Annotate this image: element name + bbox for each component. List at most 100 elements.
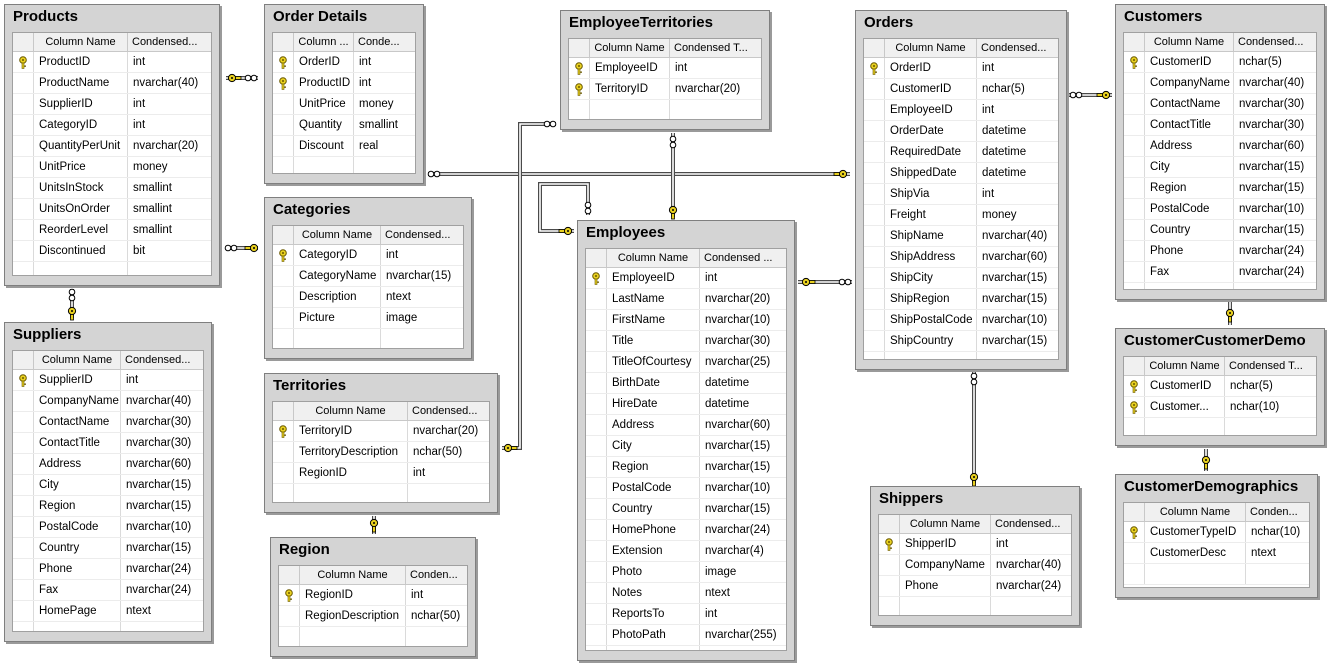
row-selector[interactable] bbox=[1124, 115, 1145, 135]
row-selector[interactable] bbox=[273, 463, 294, 483]
empty-row[interactable] bbox=[273, 329, 463, 348]
row-selector[interactable] bbox=[864, 352, 885, 359]
empty-row[interactable] bbox=[864, 352, 1058, 359]
table-title[interactable]: Orders bbox=[864, 14, 914, 31]
row-selector[interactable] bbox=[864, 58, 885, 78]
row-selector[interactable] bbox=[1124, 376, 1145, 396]
row-selector[interactable] bbox=[864, 268, 885, 288]
row-selector[interactable] bbox=[879, 534, 900, 554]
table-title[interactable]: Employees bbox=[586, 224, 666, 241]
table-title[interactable]: Categories bbox=[273, 201, 351, 218]
empty-row[interactable] bbox=[273, 484, 489, 502]
row-selector[interactable] bbox=[586, 352, 607, 372]
row-selector[interactable] bbox=[586, 310, 607, 330]
row-selector[interactable] bbox=[13, 601, 34, 621]
row-selector[interactable] bbox=[13, 52, 34, 72]
row-selector[interactable] bbox=[13, 580, 34, 600]
empty-row[interactable] bbox=[569, 100, 761, 119]
row-selector[interactable] bbox=[273, 308, 294, 328]
row-selector[interactable] bbox=[1124, 94, 1145, 114]
row-selector[interactable] bbox=[586, 499, 607, 519]
column-row[interactable]: Customer...nchar(10) bbox=[1124, 397, 1316, 418]
row-selector[interactable] bbox=[13, 475, 34, 495]
row-selector[interactable] bbox=[864, 331, 885, 351]
row-selector[interactable] bbox=[273, 157, 294, 173]
row-selector[interactable] bbox=[586, 373, 607, 393]
row-selector[interactable] bbox=[586, 478, 607, 498]
table-title[interactable]: Suppliers bbox=[13, 326, 82, 343]
row-selector[interactable] bbox=[273, 266, 294, 286]
row-selector[interactable] bbox=[13, 370, 34, 390]
row-selector[interactable] bbox=[864, 226, 885, 246]
row-selector[interactable] bbox=[273, 94, 294, 114]
row-selector[interactable] bbox=[586, 562, 607, 582]
row-selector[interactable] bbox=[13, 559, 34, 579]
row-selector[interactable] bbox=[569, 79, 590, 99]
row-selector[interactable] bbox=[586, 625, 607, 645]
row-selector[interactable] bbox=[586, 520, 607, 540]
row-selector[interactable] bbox=[13, 496, 34, 516]
table-title[interactable]: Customers bbox=[1124, 8, 1203, 25]
row-selector[interactable] bbox=[586, 289, 607, 309]
row-selector[interactable] bbox=[569, 100, 590, 119]
row-selector[interactable] bbox=[1124, 52, 1145, 72]
table-title[interactable]: CustomerDemographics bbox=[1124, 478, 1299, 495]
row-selector[interactable] bbox=[586, 394, 607, 414]
row-selector[interactable] bbox=[864, 121, 885, 141]
row-selector[interactable] bbox=[13, 115, 34, 135]
row-selector[interactable] bbox=[273, 73, 294, 93]
row-selector[interactable] bbox=[1124, 397, 1145, 417]
empty-row[interactable] bbox=[1124, 283, 1316, 289]
row-selector[interactable] bbox=[13, 73, 34, 93]
rel-employees-self[interactable] bbox=[538, 182, 590, 233]
row-selector[interactable] bbox=[864, 310, 885, 330]
